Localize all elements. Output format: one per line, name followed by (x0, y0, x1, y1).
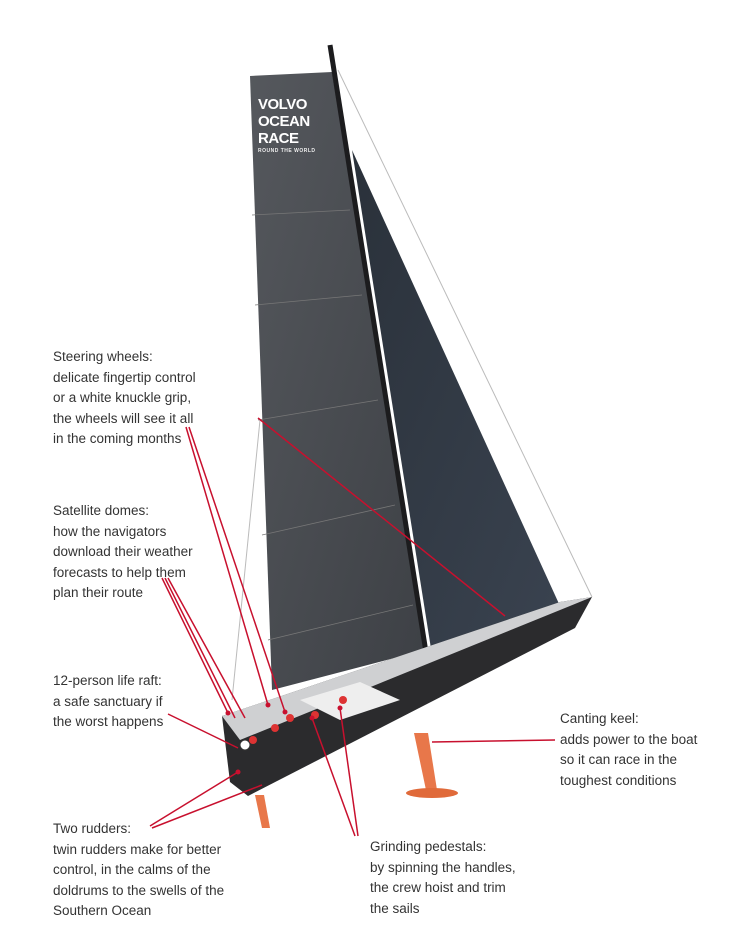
logo-text: OCEAN (258, 113, 310, 130)
rudder (255, 795, 270, 828)
callout-text: the crew hoist and trim (370, 880, 506, 895)
callout-text: in the coming months (53, 431, 182, 446)
logo-text: RACE (258, 130, 299, 147)
callout-text: download their weather (53, 544, 193, 559)
life-raft (239, 739, 251, 751)
callout-text: twin rudders make for better (53, 841, 222, 857)
callout-text: how the navigators (53, 523, 167, 539)
callout-title: Grinding pedestals: (370, 839, 487, 854)
callout-satellite-domes: Satellite domes: how the navigators down… (53, 501, 193, 604)
callout-two-rudders: Two rudders: twin rudders make for bette… (53, 819, 224, 922)
coachroof (300, 682, 400, 720)
crew (249, 696, 347, 744)
callout-text: Southern Ocean (53, 903, 152, 918)
callout-canting-keel: Canting keel: adds power to the boat so … (560, 709, 697, 791)
forestay (337, 69, 593, 598)
logo-text: VOLVO (258, 96, 307, 113)
callout-text: or a white knuckle grip, (53, 390, 192, 405)
callout-text: control, in the calms of the (53, 862, 211, 877)
keel-bulb (406, 788, 458, 798)
callout-text: the sails (370, 900, 420, 916)
callout-title: 12-person life raft: (53, 673, 162, 688)
logo-tagline: ROUND THE WORLD (258, 148, 316, 154)
jib-sail (352, 150, 560, 655)
callout-title: Steering wheels: (53, 349, 153, 364)
callout-text: toughest conditions (560, 772, 677, 788)
callout-text: by spinning the handles, (370, 859, 516, 875)
callout-text: so it can race in the (560, 752, 678, 767)
callout-text: the worst happens (53, 714, 164, 729)
callout-title: Two rudders: (53, 821, 132, 836)
mainsail (250, 72, 425, 690)
callout-life-raft: 12-person life raft: a safe sanctuary if… (53, 671, 163, 733)
callout-text: the wheels will see it all (53, 410, 194, 426)
leader-dots (225, 702, 343, 775)
callout-title: Canting keel: (560, 711, 639, 726)
hull (222, 597, 592, 796)
callout-grinding-pedestals: Grinding pedestals: by spinning the hand… (370, 837, 516, 919)
sheet-line (257, 417, 506, 617)
callout-text: forecasts to help them (53, 564, 186, 580)
callout-title: Satellite domes: (53, 503, 150, 518)
sail-logo: VOLVO OCEAN RACE ROUND THE WORLD (258, 96, 316, 155)
callout-steering-wheels: Steering wheels: delicate fingertip cont… (53, 347, 196, 450)
backstay (231, 419, 261, 701)
callout-text: adds power to the boat (560, 731, 698, 747)
sail-battens (251, 209, 414, 641)
leader-lines (149, 426, 556, 837)
mast (327, 44, 431, 666)
callout-text: doldrums to the swells of the (53, 882, 225, 898)
callout-text: delicate fingertip control (53, 369, 196, 385)
callout-text: plan their route (53, 585, 144, 600)
callout-text: a safe sanctuary if (53, 693, 163, 709)
canting-keel (414, 733, 437, 790)
